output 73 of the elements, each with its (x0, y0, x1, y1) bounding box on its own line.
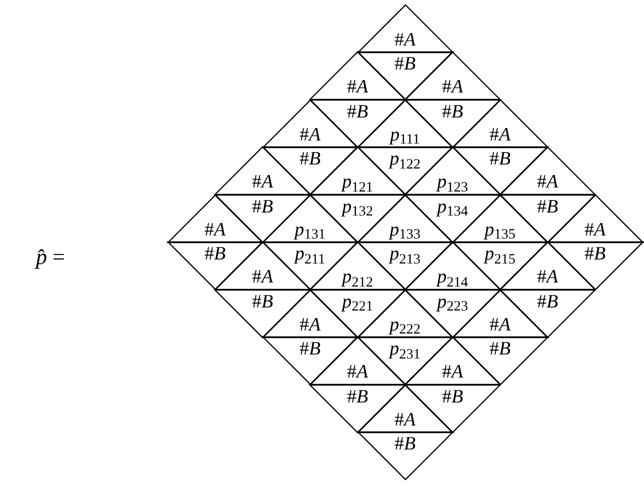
triangle-cell (405, 384, 500, 432)
cell-label: #A (252, 172, 274, 192)
triangle-cell (452, 337, 548, 384)
triangle-cell (310, 52, 405, 100)
cell-label: #A (442, 362, 464, 382)
cell-label: p$_{221}$ (342, 292, 373, 312)
triangle-cell (358, 100, 452, 147)
cell-label: #B (394, 54, 416, 74)
triangle-cell (358, 4, 452, 52)
cell-label: #B (252, 197, 274, 216)
cell-label: #A (394, 410, 416, 430)
cell-label: #A (584, 220, 606, 240)
cell-label: p$_{215}$ (484, 244, 516, 264)
triangle-cell (310, 384, 405, 432)
triangle-cell (358, 52, 452, 100)
cell-label: p$_{122}$ (390, 150, 420, 169)
cell-label: p$_{132}$ (342, 197, 373, 216)
cell-label: p$_{212}$ (342, 268, 373, 287)
triangle-cell (500, 290, 595, 337)
triangle-cell (405, 52, 500, 100)
cell-label: #B (489, 150, 511, 169)
cell-label: p$_{213}$ (390, 244, 420, 264)
cell-label: #B (204, 244, 226, 264)
cell-label: p$_{131}$ (294, 220, 326, 240)
cell-label: p$_{223}$ (437, 292, 468, 312)
cell-label: #A (346, 362, 368, 382)
cell-label: #B (394, 434, 416, 454)
triangle-cell (168, 194, 262, 242)
triangle-cell (215, 290, 310, 337)
cell-label: #A (299, 125, 321, 144)
triangle-cell (358, 432, 452, 480)
cell-label: #B (489, 340, 511, 359)
cell-label: #B (536, 197, 558, 216)
cell-label: #B (442, 387, 464, 406)
equation-label: p̂ = (36, 246, 65, 268)
cell-label: #B (584, 244, 606, 264)
triangle-cell (358, 337, 452, 384)
triangle-cell (215, 147, 310, 194)
cell-label: #B (346, 387, 368, 406)
cell-label: p$_{135}$ (484, 220, 516, 240)
cell-label: #A (489, 315, 511, 334)
cell-label: #A (442, 78, 464, 97)
cell-label: p$_{121}$ (342, 172, 373, 192)
cell-label: p$_{214}$ (437, 268, 468, 287)
cell-label: #B (442, 102, 464, 122)
triangle-cell (500, 147, 595, 194)
cell-label: #B (252, 292, 274, 312)
cell-label: #B (536, 292, 558, 312)
cell-label: p$_{222}$ (390, 315, 420, 334)
cell-label: #A (252, 268, 274, 287)
cell-label: p$_{111}$ (390, 125, 420, 144)
cell-label: #A (394, 30, 416, 50)
cell-label: p$_{123}$ (437, 172, 468, 192)
cell-label: #A (346, 78, 368, 97)
cell-label: #A (299, 315, 321, 334)
triangle-cell (168, 242, 262, 290)
cell-label: #A (204, 220, 226, 240)
triangle-cell (548, 194, 642, 242)
triangle-cell (452, 100, 548, 147)
cell-label: #B (346, 102, 368, 122)
triangle-cell (548, 242, 642, 290)
triangle-cell (262, 337, 358, 384)
cell-label: p$_{134}$ (437, 197, 468, 216)
cell-label: #B (299, 150, 321, 169)
cell-label: p$_{231}$ (390, 340, 420, 359)
cell-label: p$_{211}$ (294, 244, 326, 264)
cell-label: p$_{133}$ (390, 220, 420, 240)
cell-label: #A (489, 125, 511, 144)
triangle-cell (358, 384, 452, 432)
triangle-cell (262, 100, 358, 147)
cell-label: #A (536, 172, 558, 192)
cell-label: #A (536, 268, 558, 287)
cell-label: #B (299, 340, 321, 359)
